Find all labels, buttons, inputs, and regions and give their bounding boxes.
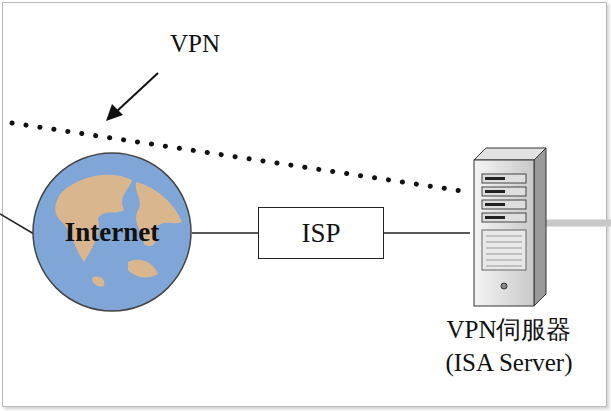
server-node: VPN伺服器 (ISA Server) [470,146,548,308]
node-label: ISP [301,218,340,249]
link-line [192,233,258,234]
leader-arrow [116,73,158,112]
lan-link [546,220,611,227]
wire [0,214,34,234]
server-caption: VPN伺服器 (ISA Server) [434,314,584,379]
arrow-head [106,104,123,121]
internet-globe: Internet [32,152,192,312]
vpn-label: VPN [170,30,220,58]
server-icon [470,146,548,308]
process-box: ISP [258,207,384,259]
link-line [384,233,470,234]
node-label: Internet [65,217,159,248]
